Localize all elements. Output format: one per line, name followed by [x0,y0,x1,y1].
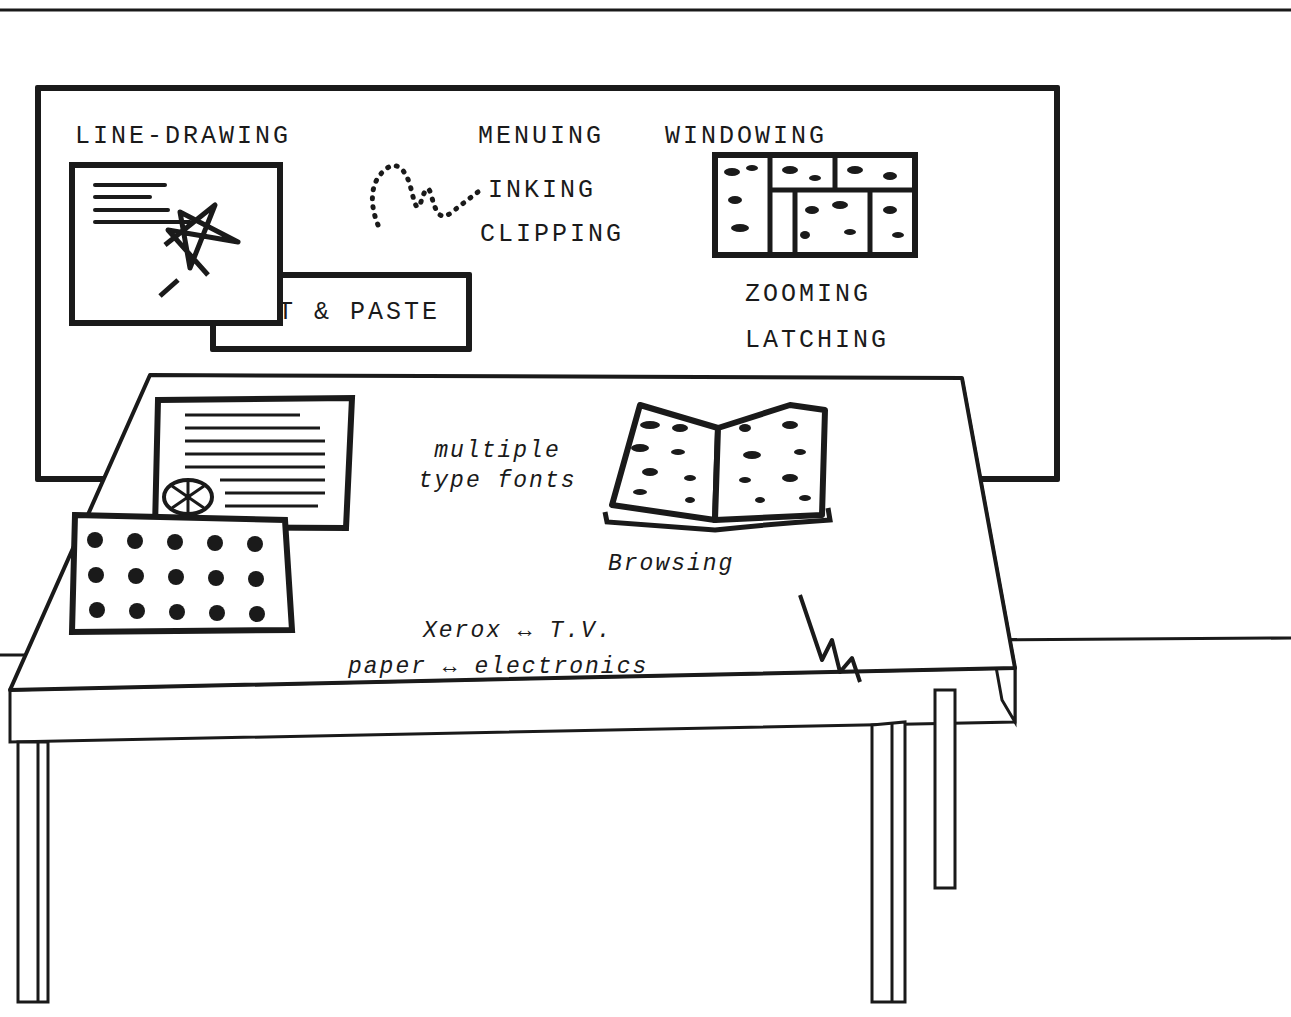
sketch-label: MENUING [478,121,604,154]
sketch-label: LATCHING [745,325,889,358]
table-top: multiple type fontsBrowsingXerox ↔ T.V. p… [10,372,1015,692]
table-outline-shape [10,375,1015,690]
label-box: CUT & PASTE [210,272,472,352]
sketch-label: ZOOMING [745,279,871,312]
sketch-label: paper ↔ electronics [348,653,648,683]
sketch-label: multiple type fonts [405,437,590,497]
sketch-label: Xerox ↔ T.V. [423,617,613,647]
sketch-label: INKING [488,175,596,208]
sketch-label: CLIPPING [480,219,624,252]
sketch-label: WINDOWING [665,121,827,154]
sketch-label: LINE-DRAWING [75,121,291,154]
sketch-label: CUT & PASTE [242,298,440,327]
sketch-label: Browsing [608,550,734,580]
frame-line [0,9,1291,12]
